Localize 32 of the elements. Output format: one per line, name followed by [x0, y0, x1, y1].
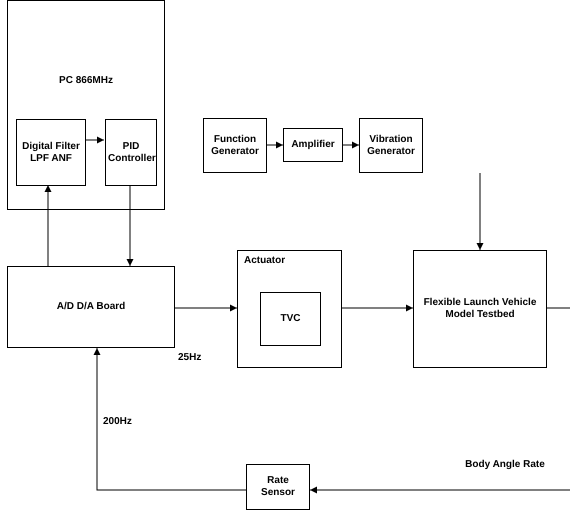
arrow [174, 304, 238, 312]
process-box [203, 118, 267, 173]
box-heading: PC 866MHz [58, 75, 114, 87]
box-label: TVC [280, 313, 302, 325]
process-box [105, 119, 157, 186]
process-box [413, 250, 547, 368]
arrow [310, 486, 570, 494]
arrow [94, 348, 246, 490]
box-label: Amplifier [290, 139, 336, 151]
box-label: Vibration Generator [366, 134, 416, 158]
process-box [283, 128, 343, 162]
process-box [7, 0, 165, 210]
arrow [44, 184, 52, 266]
box-label: Rate Sensor [260, 475, 296, 499]
box-label: Flexible Launch Vehicle Model Testbed [422, 297, 538, 321]
arrow [342, 304, 414, 312]
process-box [7, 266, 175, 348]
box-label: Digital Filter LPF ANF [21, 140, 81, 164]
arrow [342, 142, 360, 148]
arrow [84, 136, 104, 144]
process-box [260, 292, 321, 346]
arrow [476, 172, 484, 250]
process-box [237, 250, 342, 368]
box-label: A/D D/A Board [56, 301, 126, 313]
box-label: PID Controller [108, 140, 154, 164]
arrow [266, 142, 284, 148]
process-box [246, 464, 310, 510]
process-box [16, 119, 86, 186]
arrow [126, 184, 134, 266]
process-box [359, 118, 423, 173]
box-label: Function Generator [210, 134, 260, 158]
box-heading: Actuator [244, 255, 286, 267]
